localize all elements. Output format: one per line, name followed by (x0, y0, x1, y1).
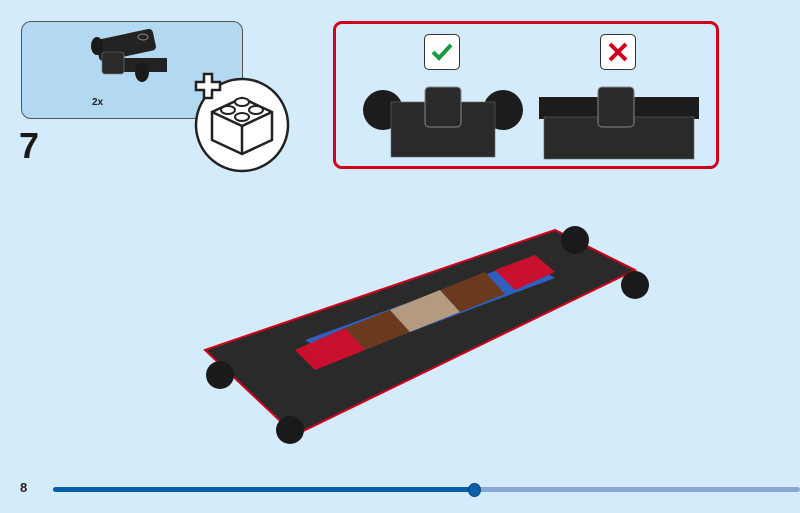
page-number: 8 (20, 480, 28, 495)
wrong-orientation-illustration (539, 86, 699, 160)
chassis-model-illustration (203, 226, 649, 444)
sub-assembly-illustration (91, 28, 167, 82)
cross-icon (600, 34, 636, 70)
quantity-label: 2x (92, 97, 104, 108)
progress-knob (468, 483, 482, 497)
add-brick-icon (194, 72, 290, 173)
progress-bar (53, 483, 800, 497)
check-icon (424, 34, 460, 70)
step-number: 7 (19, 125, 40, 166)
sub-assembly-callout: 2x (21, 21, 243, 119)
correct-orientation-illustration (363, 86, 523, 158)
orientation-check-panel (333, 21, 719, 169)
progress-fill (53, 487, 475, 492)
